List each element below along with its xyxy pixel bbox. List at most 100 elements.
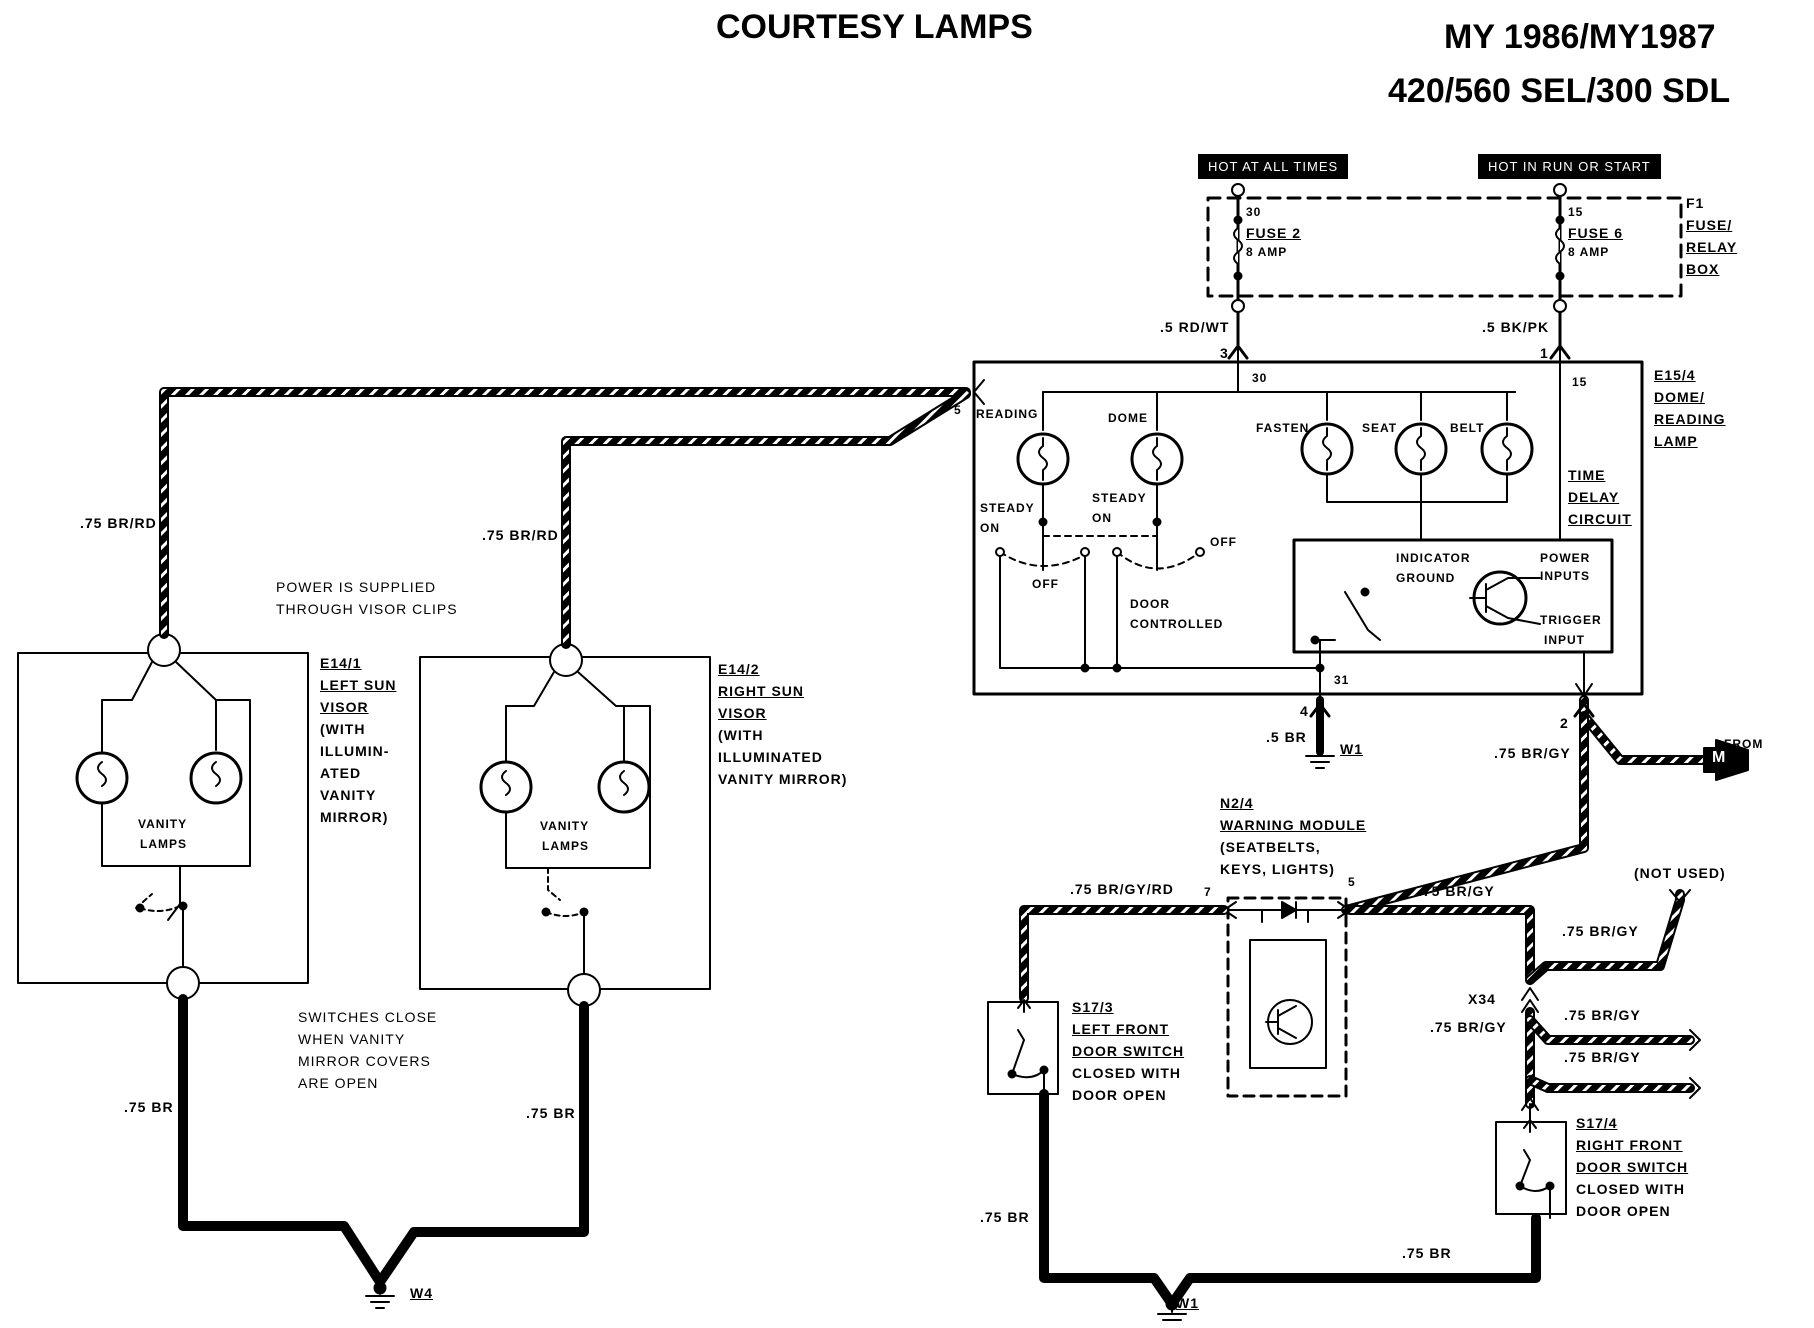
model-list: 420/560 SEL/300 SDL xyxy=(1388,72,1731,110)
wire-label-br-rd-right: .75 BR/RD xyxy=(482,527,559,543)
note-power-2: THROUGH VISOR CLIPS xyxy=(276,601,458,617)
left-visor-switch-contact xyxy=(135,903,145,913)
terminal-hot-always xyxy=(1231,183,1245,197)
wire-label-br-gy-x34: .75 BR/GY xyxy=(1430,1019,1507,1035)
fuse6-label: FUSE 6 xyxy=(1568,225,1624,241)
pin-label-7: 7 xyxy=(1204,885,1212,899)
label-off-1: OFF xyxy=(1032,577,1059,591)
label-steady-1a: STEADY xyxy=(980,501,1035,515)
label-door-2: CONTROLLED xyxy=(1130,617,1224,631)
fuse2-node-top xyxy=(1233,215,1243,225)
right-door-switch-desc-1: CLOSED WITH xyxy=(1576,1181,1685,1197)
reading-lamp-filament xyxy=(1038,437,1048,481)
reading-off-contact xyxy=(1080,547,1090,557)
right-door-switch-name-1: RIGHT FRONT xyxy=(1576,1137,1683,1153)
fuse2-out-terminal xyxy=(1231,299,1245,313)
pin5-arrow xyxy=(973,379,985,405)
left-door-switch-contact-b xyxy=(1039,1065,1049,1075)
right-door-switch-contact-b xyxy=(1545,1181,1555,1191)
warning-module-box xyxy=(1226,896,1348,1098)
right-vanity-label-1: VANITY xyxy=(540,819,590,833)
left-vanity-label-1: VANITY xyxy=(138,817,188,831)
left-vanity-lamp-1-filament xyxy=(97,761,107,787)
fuse6-amp-label: 8 AMP xyxy=(1568,245,1610,259)
left-visor-switch-contact-2 xyxy=(178,901,188,911)
wire-label-br-gy-5: .75 BR/GY xyxy=(1418,883,1495,899)
dome-lamp-filament xyxy=(1152,437,1162,481)
label-seat: SEAT xyxy=(1362,421,1398,435)
right-visor-id: E14/2 xyxy=(718,661,760,677)
left-visor-lamp-wiring xyxy=(101,661,251,921)
label-from-1: FROM xyxy=(1724,737,1764,751)
transistor-leads xyxy=(1469,577,1541,625)
wire-br-gy-notused-stripe xyxy=(1527,891,1683,983)
pin2-arrow xyxy=(1573,702,1595,718)
label-dome: DOME xyxy=(1108,411,1148,425)
left-door-switch-contacts xyxy=(1011,999,1045,1095)
not-used-arrow xyxy=(1669,889,1691,903)
tag-hot-in-run: HOT IN RUN OR START xyxy=(1478,154,1661,179)
label-trigger-2: INPUT xyxy=(1544,633,1585,647)
left-door-switch-contact-a xyxy=(1007,1069,1017,1079)
wire-label-br-right: .75 BR xyxy=(526,1105,576,1121)
time-delay-circuit xyxy=(1292,538,1614,654)
ground-bus-node-1 xyxy=(1080,663,1090,673)
right-visor-switch-contact-2 xyxy=(579,907,589,917)
label-steady-2a: STEADY xyxy=(1092,491,1147,505)
dome-lamp-id: E15/4 xyxy=(1654,367,1696,383)
right-visor-lamp-wiring xyxy=(505,671,651,869)
x42-connector-letter: M xyxy=(1712,749,1726,766)
left-visor-desc-2: ILLUMIN- xyxy=(320,743,390,759)
fuse2-label: FUSE 2 xyxy=(1246,225,1302,241)
x34-to-s17-4 xyxy=(1521,1097,1539,1111)
fuse-box-name-2: RELAY xyxy=(1686,239,1738,255)
left-door-switch-name-2: DOOR SWITCH xyxy=(1072,1043,1185,1059)
pin-label-2: 2 xyxy=(1560,715,1569,731)
label-from-2: X42 xyxy=(1724,759,1749,773)
time-delay-contact-a xyxy=(1310,635,1320,645)
wire-br-gy-r1-stripe xyxy=(1527,1017,1693,1043)
fuse2-amp-label: 8 AMP xyxy=(1246,245,1288,259)
ground-bus-node-2 xyxy=(1112,663,1122,673)
label-indicator-2: GROUND xyxy=(1396,571,1456,585)
reading-switch-wiper xyxy=(999,551,1091,567)
right-visor-desc-3: VANITY MIRROR) xyxy=(718,771,848,787)
warning-module-name: WARNING MODULE xyxy=(1220,817,1367,833)
wire-label-br-gy-rd: .75 BR/GY/RD xyxy=(1070,881,1174,897)
left-visor-id: E14/1 xyxy=(320,655,362,671)
fuse6-node-bottom xyxy=(1555,271,1565,281)
label-off-2: OFF xyxy=(1210,535,1237,549)
belt-lamp-filament xyxy=(1502,427,1512,471)
label-power-1: POWER xyxy=(1540,551,1591,565)
left-door-switch-box xyxy=(987,1001,1059,1095)
tag-hot-at-all-times: HOT AT ALL TIMES xyxy=(1198,154,1349,179)
left-door-switch-name-1: LEFT FRONT xyxy=(1072,1021,1170,1037)
time-delay-label-1: TIME xyxy=(1568,467,1606,483)
label-door-1: DOOR xyxy=(1130,597,1170,611)
ground-label-w4: W4 xyxy=(410,1285,433,1301)
note-power-1: POWER IS SUPPLIED xyxy=(276,579,437,595)
ground-label-w1-top: W1 xyxy=(1340,741,1363,757)
wire-br-gy-5 xyxy=(1345,905,1535,985)
ground-w4-node xyxy=(373,1281,387,1295)
dome-door-contact xyxy=(1112,547,1122,557)
belt-lamps-return xyxy=(1326,473,1508,541)
x42-connector xyxy=(1703,739,1749,781)
dome-steady-contact xyxy=(1195,547,1205,557)
wire-label-br-gy-notused: .75 BR/GY xyxy=(1562,923,1639,939)
pin-label-3: 3 xyxy=(1220,345,1229,361)
wire-label-br-gy-x42: .75 BR/GY xyxy=(1494,745,1571,761)
pin-label-4: 4 xyxy=(1300,703,1309,719)
fuse-box-name-1: FUSE/ xyxy=(1686,217,1733,233)
right-visor-switch-contact xyxy=(541,907,551,917)
note-switch-1: SWITCHES CLOSE xyxy=(298,1009,438,1025)
warning-module-desc-2: KEYS, LIGHTS) xyxy=(1220,861,1335,877)
wire-br-gy-rd xyxy=(1019,905,1229,1003)
pin-label-15: 15 xyxy=(1572,375,1588,389)
fuse2-element xyxy=(1233,227,1243,265)
dome-lamp-name-1: DOME/ xyxy=(1654,389,1705,405)
right-door-switch-name-2: DOOR SWITCH xyxy=(1576,1159,1689,1175)
left-vanity-label-2: LAMPS xyxy=(140,837,187,851)
fuse6-node-top xyxy=(1555,215,1565,225)
